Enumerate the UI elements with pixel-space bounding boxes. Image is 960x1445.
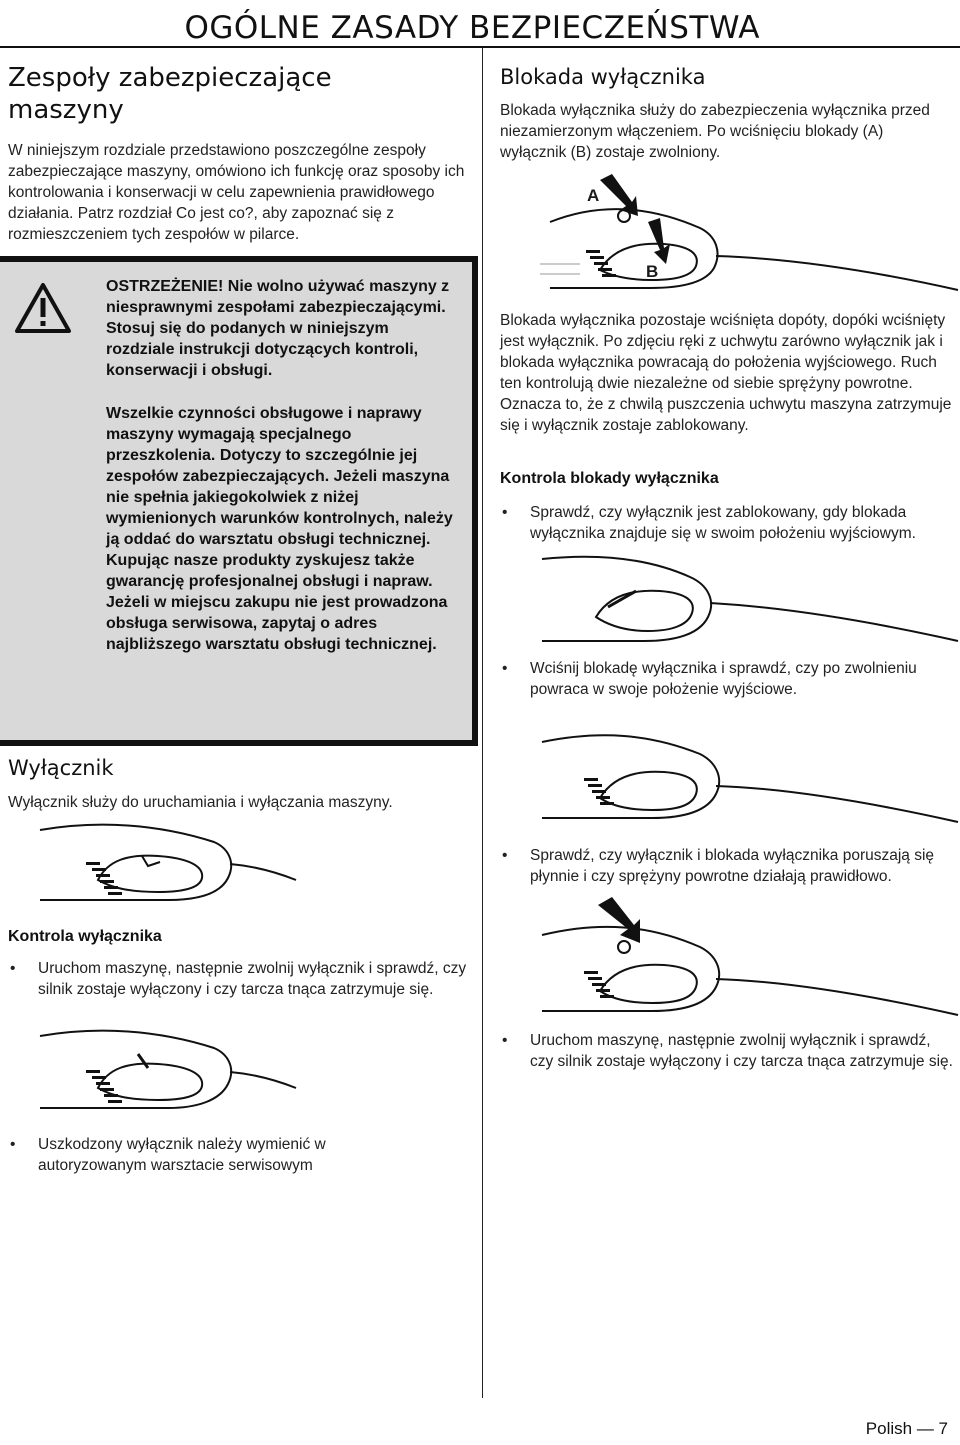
lock-intro: Blokada wyłącznika służy do zabezpieczen… xyxy=(500,102,930,161)
column-divider xyxy=(482,48,483,1398)
lock-check-title: Kontrola blokady wyłącznika xyxy=(500,470,719,487)
lock-title: Blokada wyłącznika xyxy=(500,65,706,89)
switch-title: Wyłącznik xyxy=(8,756,114,780)
handle-illustration-switch-check xyxy=(39,1029,297,1109)
warning-triangle-icon xyxy=(15,283,71,333)
intro-paragraph: W niniejszym rozdziale przedstawiono pos… xyxy=(8,142,465,243)
lock-check-list-3: Sprawdź, czy wyłącznik i blokada wyłączn… xyxy=(500,845,958,887)
warning-box-edge xyxy=(472,256,478,746)
list-item: Uruchom maszynę, następnie zwolnij wyłąc… xyxy=(500,1030,958,1072)
section-heading-safety-devices: Zespoły zabezpieczające maszyny xyxy=(8,62,408,126)
list-item: Sprawdź, czy wyłącznik jest zablokowany,… xyxy=(500,502,958,544)
lock-check-list-2: Wciśnij blokadę wyłącznika i sprawdź, cz… xyxy=(500,658,958,700)
switch-replace-list: Uszkodzony wyłącznik należy wymienić w a… xyxy=(8,1134,428,1176)
list-item: Uruchom maszynę, następnie zwolnij wyłąc… xyxy=(8,958,468,1000)
label-b: B xyxy=(646,262,659,281)
handle-illustration-lock-check-1 xyxy=(541,555,959,642)
header-rule xyxy=(0,46,960,48)
handle-illustration-lock-check-2 xyxy=(541,734,959,823)
handle-illustration-lock-check-3 xyxy=(541,897,959,1016)
lock-check-list-1: Sprawdź, czy wyłącznik jest zablokowany,… xyxy=(500,502,958,544)
label-a: A xyxy=(587,186,600,205)
handle-illustration-lock xyxy=(540,174,959,291)
warning-paragraph-1: OSTRZEŻENIE! Nie wolno używać maszyny z … xyxy=(106,278,450,379)
list-item: Wciśnij blokadę wyłącznika i sprawdź, cz… xyxy=(500,658,958,700)
page-title: OGÓLNE ZASADY BEZPIECZEŃSTWA xyxy=(184,10,760,46)
page-number: Polish — 7 xyxy=(865,1419,948,1438)
page-header: OGÓLNE ZASADY BEZPIECZEŃSTWA xyxy=(0,0,960,48)
list-item: Sprawdź, czy wyłącznik i blokada wyłączn… xyxy=(500,845,958,887)
lock-check-list-4: Uruchom maszynę, następnie zwolnij wyłąc… xyxy=(500,1030,958,1072)
list-item: Uszkodzony wyłącznik należy wymienić w a… xyxy=(8,1134,428,1176)
lock-text-2: Blokada wyłącznika pozostaje wciśnięta d… xyxy=(500,312,952,434)
switch-check-list: Uruchom maszynę, następnie zwolnij wyłąc… xyxy=(8,958,468,1000)
warning-text: OSTRZEŻENIE! Nie wolno używać maszyny z … xyxy=(106,276,458,677)
switch-text: Wyłącznik służy do uruchamiania i wyłącz… xyxy=(8,794,393,811)
handle-illustration-switch xyxy=(39,823,297,901)
warning-paragraph-2: Wszelkie czynności obsługowe i naprawy m… xyxy=(106,405,453,653)
section-title: Zespoły zabezpieczające maszyny xyxy=(8,63,332,125)
warning-box: OSTRZEŻENIE! Nie wolno używać maszyny z … xyxy=(0,256,478,746)
switch-check-title: Kontrola wyłącznika xyxy=(8,928,162,945)
